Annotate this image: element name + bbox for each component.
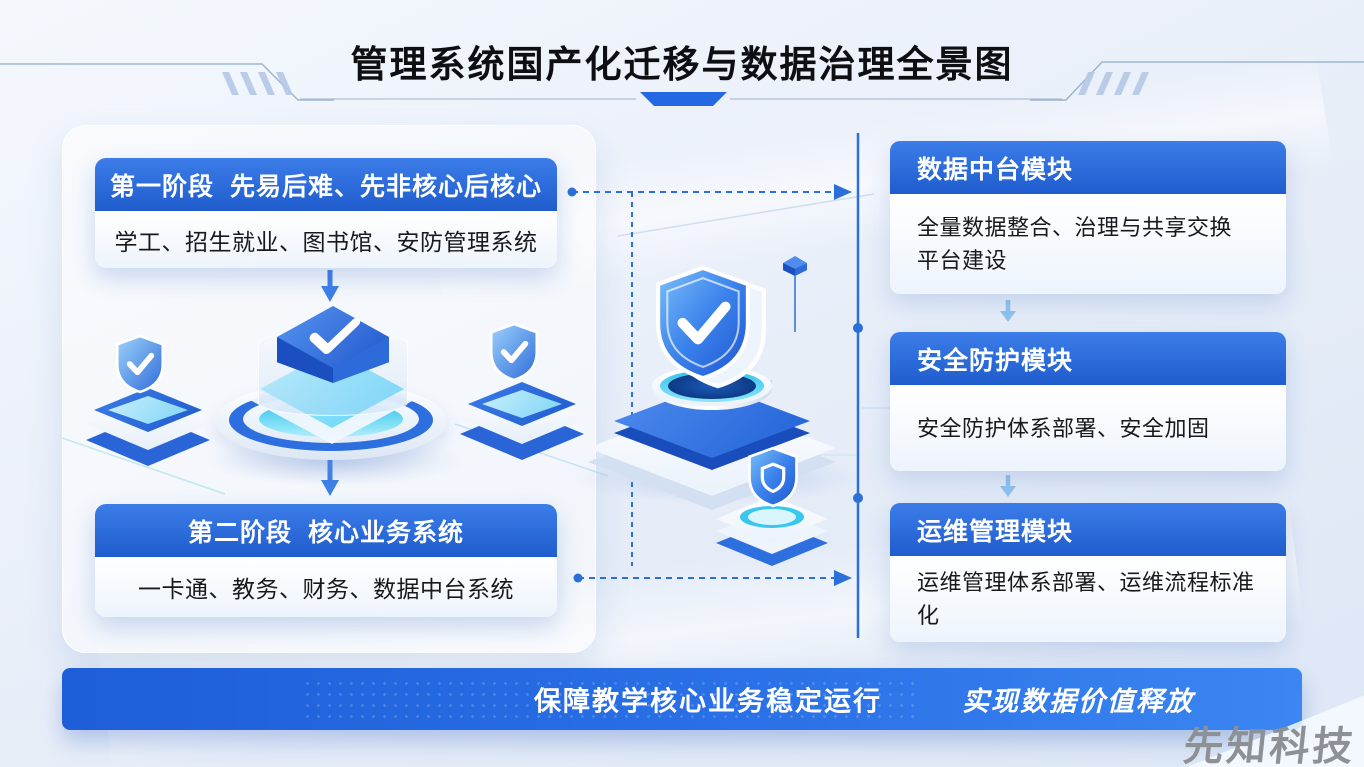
title-underline-trapezoid <box>640 92 727 106</box>
footer-banner: 保障教学核心业务稳定运行 实现数据价值释放 <box>62 668 1302 730</box>
down-arrow-icon <box>1000 475 1016 497</box>
module-body-text: 运维管理体系部署、运维流程标准化 <box>917 570 1255 628</box>
dot-pattern <box>302 678 922 720</box>
vertical-bus-line <box>853 133 863 638</box>
module-card-security: 安全防护模块 安全防护体系部署、安全加固 <box>890 332 1286 471</box>
footer-text-right: 实现数据价值释放 <box>962 686 1194 717</box>
module-card-operations: 运维管理模块 运维管理体系部署、运维流程标准化 <box>890 503 1286 642</box>
stage1-box: 第一阶段 先易后难、先非核心后核心 学工、招生就业、图书馆、安防管理系统 <box>95 158 557 268</box>
shield-emblem-icon <box>748 446 798 508</box>
module-header: 安全防护模块 <box>890 332 1286 385</box>
down-arrow-icon <box>1000 300 1016 322</box>
stage2-header: 第二阶段 核心业务系统 <box>95 504 557 557</box>
module-header: 数据中台模块 <box>890 141 1286 194</box>
module-card-data-platform: 数据中台模块 全量数据整合、治理与共享交换平台建设 <box>890 141 1286 294</box>
module-header: 运维管理模块 <box>890 503 1286 556</box>
shield-check-icon <box>115 334 165 394</box>
module-body: 安全防护体系部署、安全加固 <box>890 385 1286 471</box>
shield-check-icon <box>656 265 750 381</box>
module-body-text: 全量数据整合、治理与共享交换平台建设 <box>917 215 1233 273</box>
module-body: 运维管理体系部署、运维流程标准化 <box>890 556 1286 642</box>
stage1-header: 第一阶段 先易后难、先非核心后核心 <box>95 158 557 211</box>
page-title: 管理系统国产化迁移与数据治理全景图 <box>350 44 1014 85</box>
module-body-text: 安全防护体系部署、安全加固 <box>917 415 1210 441</box>
footer-text-left: 保障教学核心业务稳定运行 <box>534 686 882 717</box>
stage2-box: 第二阶段 核心业务系统 一卡通、教务、财务、数据中台系统 <box>95 504 557 617</box>
stage1-body: 学工、招生就业、图书馆、安防管理系统 <box>95 211 557 268</box>
stage2-body: 一卡通、教务、财务、数据中台系统 <box>95 557 557 617</box>
dashed-arrow-icon <box>567 184 852 200</box>
watermark: 先知科技 <box>1181 725 1358 767</box>
pedestal-core <box>748 509 796 525</box>
module-body: 全量数据整合、治理与共享交换平台建设 <box>890 194 1286 294</box>
shield-check-icon <box>489 322 539 382</box>
cube-check-icon <box>309 317 361 355</box>
dashed-arrow-icon <box>573 570 852 586</box>
